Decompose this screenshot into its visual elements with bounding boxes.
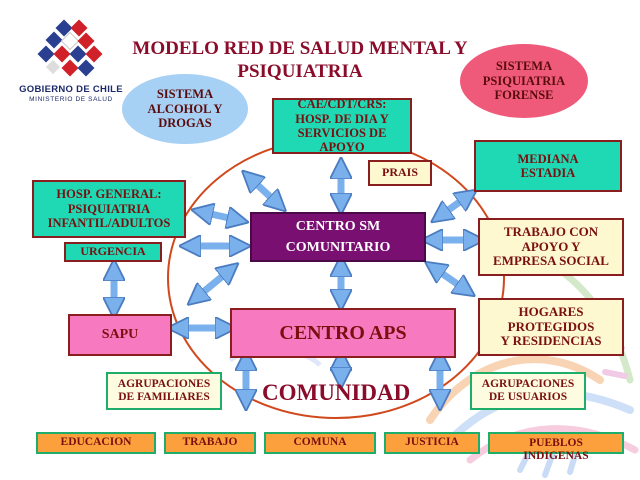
- arrow-mediana-csm: [440, 196, 468, 216]
- bottom-trabajo: TRABAJO: [164, 432, 256, 454]
- bottom-educacion: EDUCACION: [36, 432, 156, 454]
- node-mediana-estadia: MEDIANA ESTADIA: [474, 140, 622, 192]
- node-prais: PRAIS: [368, 160, 432, 186]
- node-trabajo-con-apoyo: TRABAJO CON APOYO Y EMPRESA SOCIAL: [478, 218, 624, 276]
- node-sistema-alcohol-drogas: SISTEMA ALCOHOL Y DROGAS: [122, 74, 248, 144]
- logo-line2: MINISTERIO DE SALUD: [29, 96, 113, 103]
- node-centro-sm-comunitario: CENTRO SM COMUNITARIO: [250, 212, 426, 262]
- node-hogares-protegidos: HOGARES PROTEGIDOS Y RESIDENCIAS: [478, 298, 624, 356]
- gobierno-logo: GOBIERNO DE CHILE MINISTERIO DE SALUD: [18, 18, 128, 108]
- arrow-hosp-csm: [202, 212, 238, 220]
- arrow-cae-diag: [250, 178, 278, 204]
- node-agrupaciones-usuarios: AGRUPACIONES DE USUARIOS: [470, 372, 586, 410]
- node-sistema-psiquiatria-forense: SISTEMA PSIQUIATRIA FORENSE: [460, 44, 588, 118]
- node-cae-cdt-crs: CAE/CDT/CRS: HOSP. DE DIA Y SERVICIOS DE…: [272, 97, 412, 154]
- bottom-justicia: JUSTICIA: [384, 432, 480, 454]
- logo-line1: GOBIERNO DE CHILE: [19, 84, 123, 95]
- node-urgencia: URGENCIA: [64, 242, 162, 262]
- diagram-title: MODELO RED DE SALUD MENTAL Y PSIQUIATRIA: [132, 38, 468, 82]
- label-comunidad: COMUNIDAD: [262, 380, 411, 405]
- flag-mosaic-icon: [37, 19, 103, 77]
- node-centro-aps: CENTRO APS: [230, 308, 456, 358]
- arrow-hogares-csm: [434, 268, 466, 290]
- node-sapu: SAPU: [68, 314, 172, 356]
- node-agrupaciones-familiares: AGRUPACIONES DE FAMILIARES: [106, 372, 222, 410]
- bottom-pueblos-indigenas: PUEBLOS INDIGENAS: [488, 432, 624, 462]
- bottom-comuna: COMUNA: [264, 432, 376, 454]
- arrow-diag-aps: [196, 270, 230, 298]
- node-hosp-general: HOSP. GENERAL: PSIQUIATRIA INFANTIL/ADUL…: [32, 180, 186, 238]
